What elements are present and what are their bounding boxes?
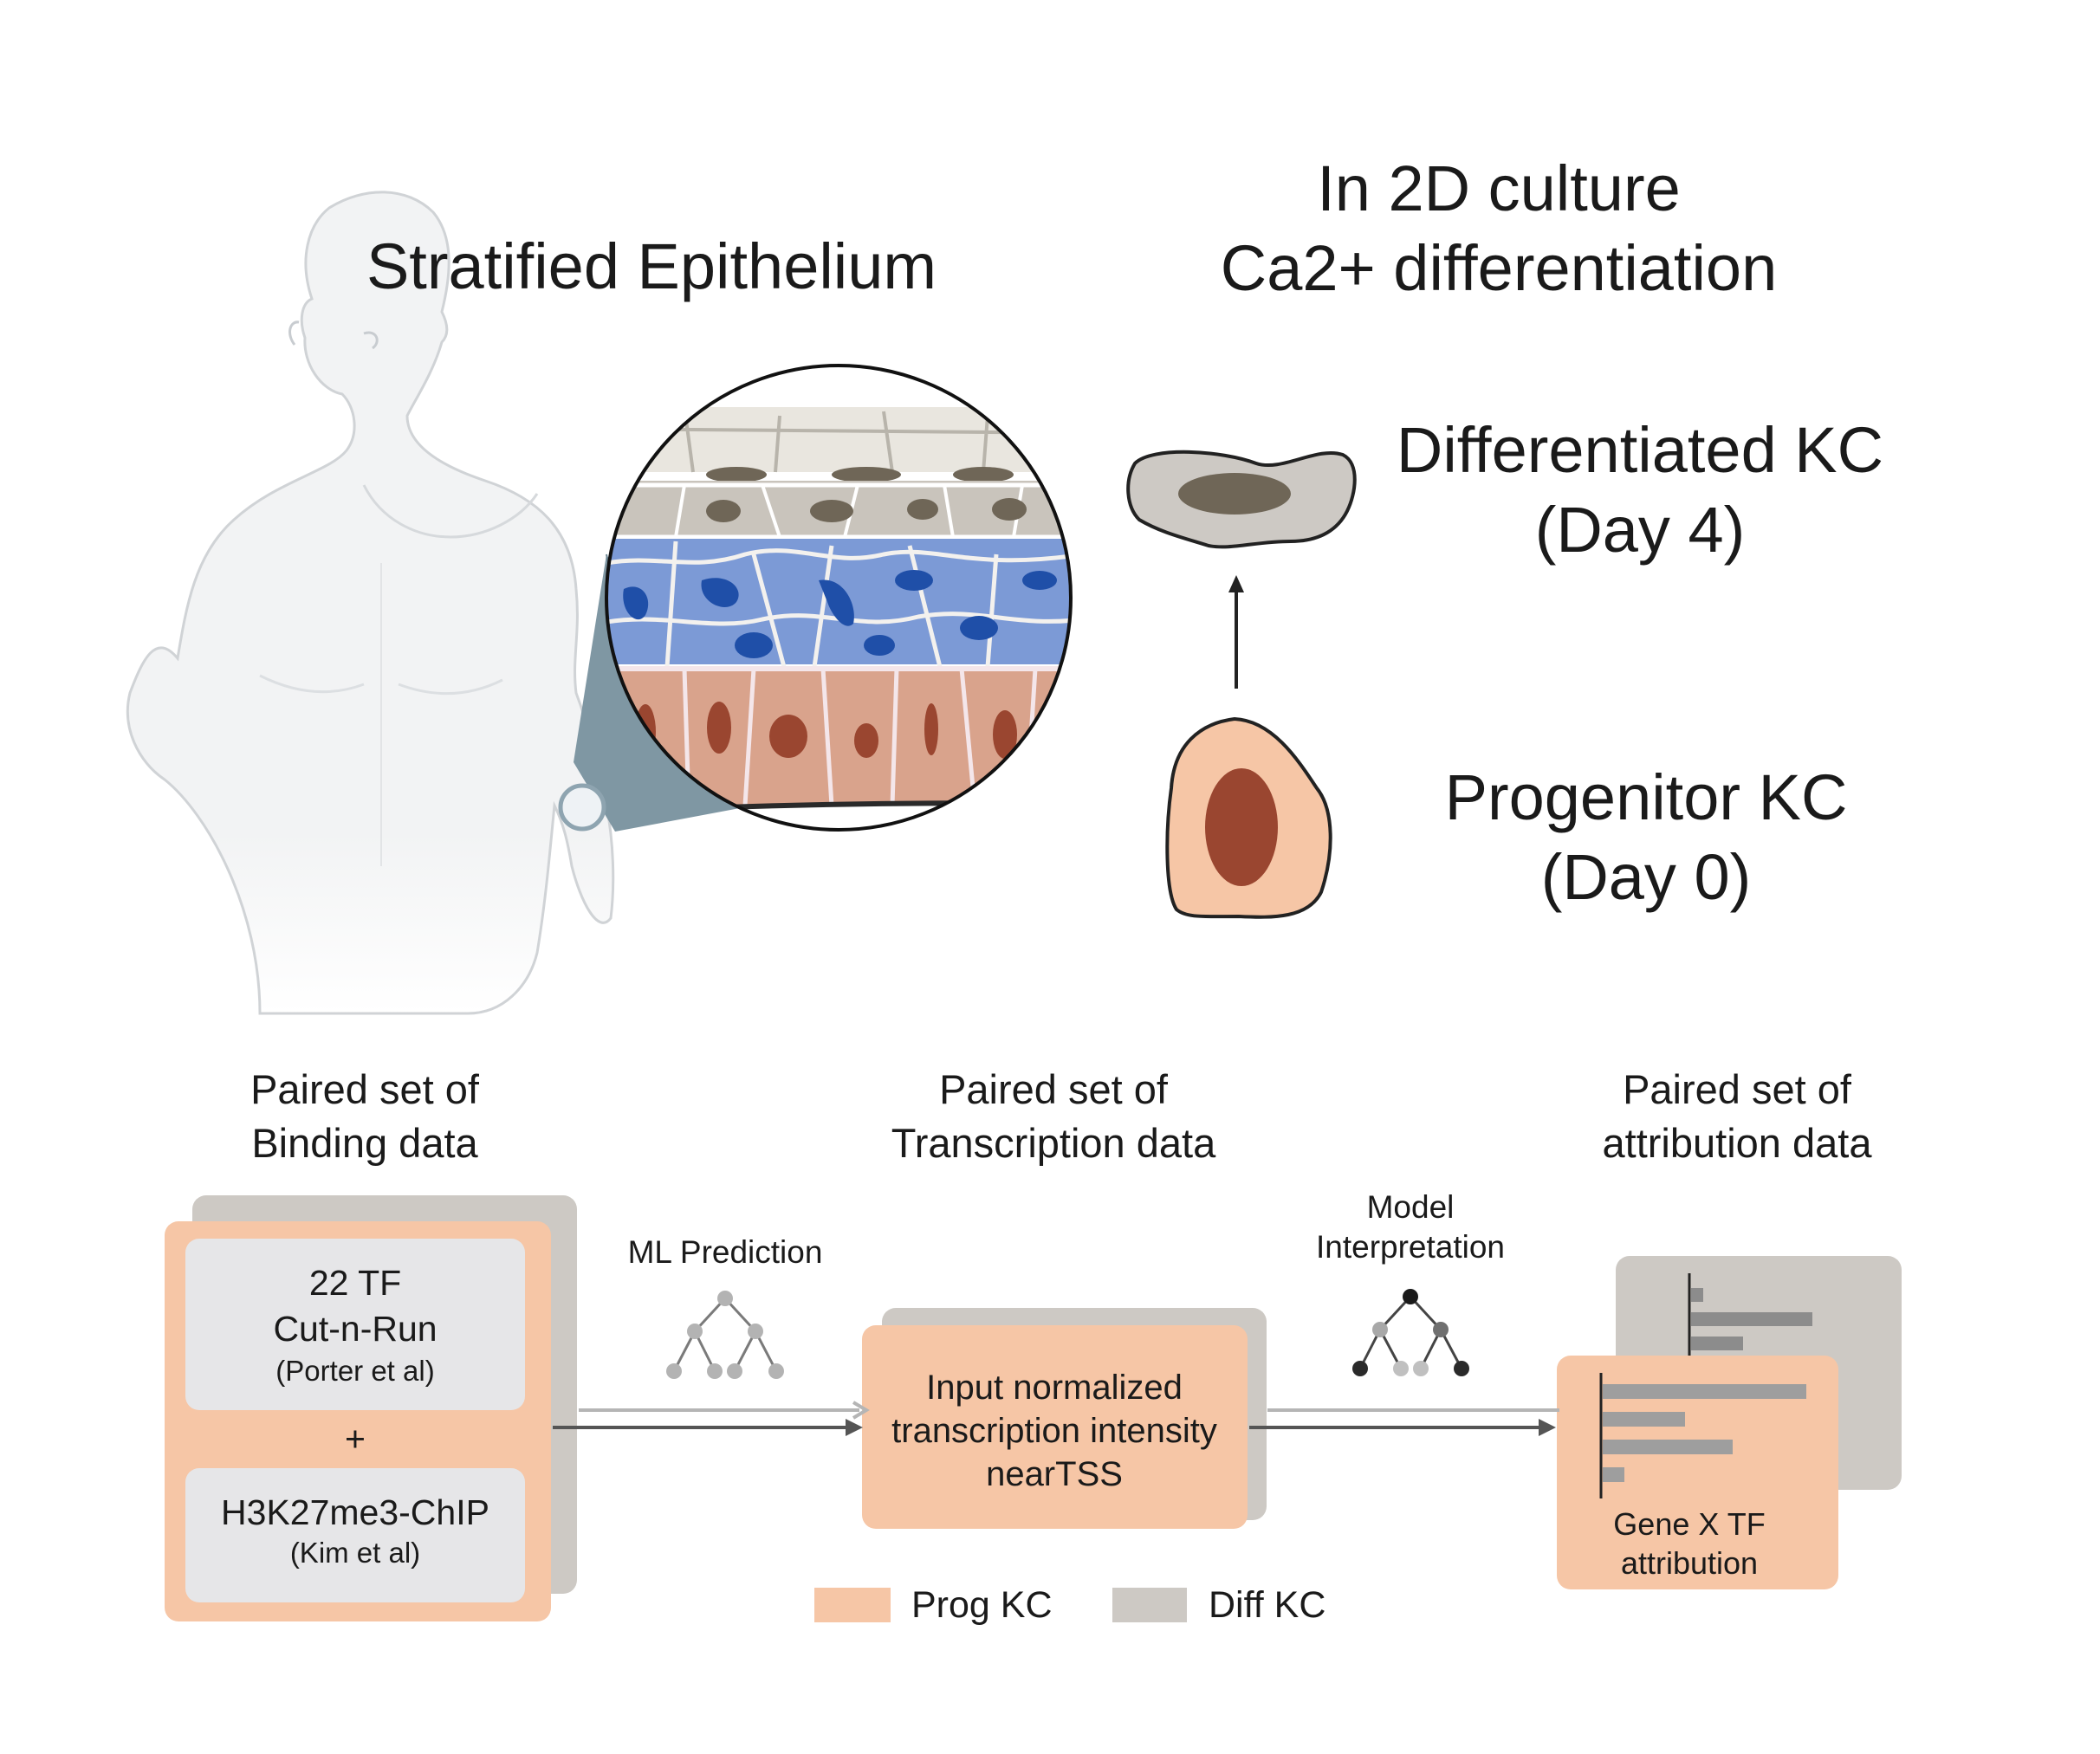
differentiated-nucleus [1178, 473, 1291, 515]
attribution-text-line1: Gene X TF [1613, 1506, 1766, 1542]
epithelium-cross-section [606, 366, 1071, 830]
ml-prediction-label: ML Prediction [627, 1234, 823, 1270]
plus-sign: + [345, 1419, 366, 1459]
progenitor-day-label: (Day 0) [1540, 841, 1752, 913]
legend-prog-label: Prog KC [911, 1584, 1053, 1626]
chip-reference: (Kim et al) [289, 1537, 421, 1569]
cutrun-box [185, 1239, 525, 1410]
chip-box [185, 1468, 525, 1602]
attribution-header-line2: attribution data [1602, 1120, 1872, 1166]
progenitor-kc-label: Progenitor KC [1444, 761, 1848, 833]
cutrun-tf-count: 22 TF [308, 1263, 402, 1303]
culture-title-line2: Ca2+ differentiation [1220, 232, 1778, 304]
legend-prog-swatch [814, 1588, 891, 1622]
progenitor-nucleus [1205, 768, 1278, 886]
binding-header-line2: Binding data [251, 1120, 478, 1166]
model-interpretation-line1: Model [1366, 1189, 1455, 1225]
transcription-text-line3: nearTSS [986, 1455, 1123, 1493]
chip-method: H3K27me3-ChIP [221, 1492, 489, 1532]
binding-header-line1: Paired set of [250, 1066, 479, 1112]
attribution-header-line1: Paired set of [1623, 1066, 1851, 1112]
differentiated-kc-label: Differentiated KC [1396, 414, 1884, 486]
stratified-epithelium-title: Stratified Epithelium [366, 230, 937, 302]
zoom-spot [558, 783, 606, 832]
transcription-text-line2: transcription intensity [891, 1412, 1217, 1450]
attribution-text-line2: attribution [1620, 1545, 1759, 1581]
culture-title-line1: In 2D culture [1317, 152, 1681, 224]
transcription-prog-card [862, 1325, 1248, 1529]
human-body-illustration [126, 191, 615, 1015]
cutrun-reference: (Porter et al) [275, 1355, 435, 1387]
transcription-header-line2: Transcription data [891, 1120, 1216, 1166]
transcription-text-line1: Input normalized [926, 1369, 1183, 1407]
transcription-header-line1: Paired set of [939, 1066, 1168, 1112]
cutrun-method: Cut-n-Run [273, 1309, 438, 1349]
legend-diff-swatch [1112, 1588, 1187, 1622]
model-interpretation-line2: Interpretation [1315, 1229, 1506, 1265]
legend-diff-label: Diff KC [1209, 1584, 1326, 1626]
differentiated-day-label: (Day 4) [1534, 494, 1746, 566]
